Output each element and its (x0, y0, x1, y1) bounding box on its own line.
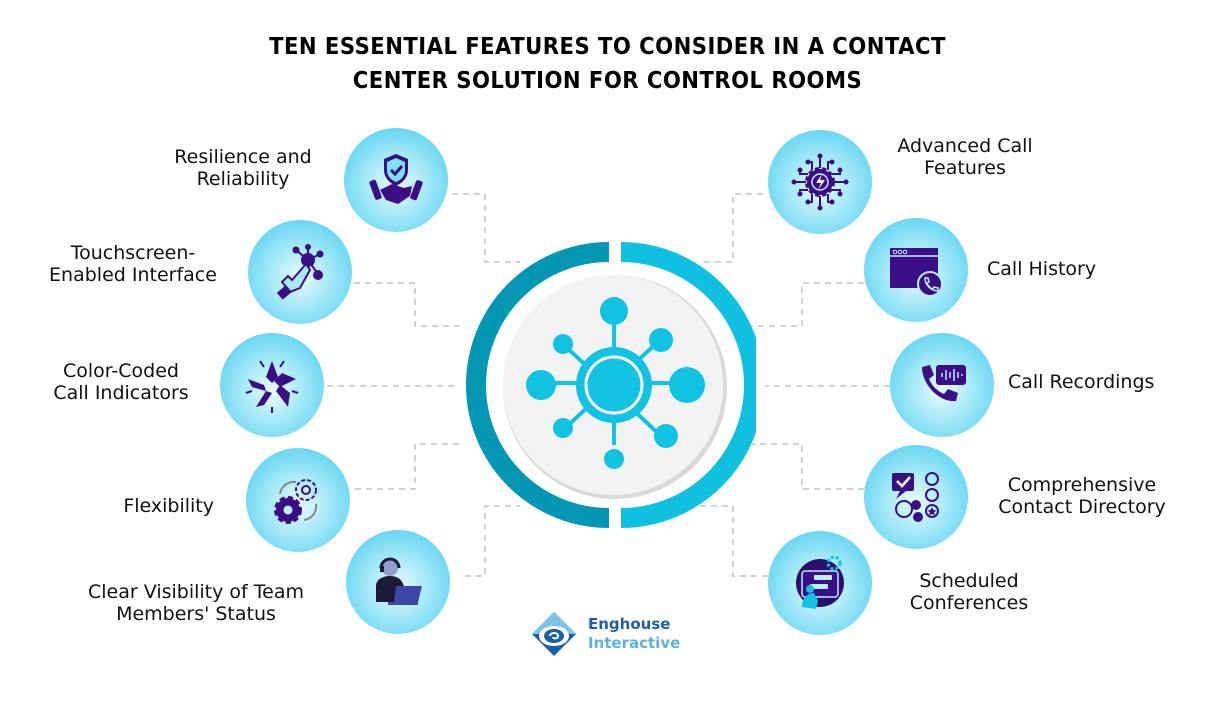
connector-history (752, 282, 864, 327)
feature-circle-advanced (768, 130, 872, 234)
touch-hand-icon (276, 244, 324, 300)
directory-icon (892, 472, 939, 522)
phone-waveform-icon (922, 365, 966, 402)
connector-visibility (465, 505, 520, 577)
feature-label-resilience: Resilience and Reliability (174, 146, 312, 190)
enghouse-diamond-icon (532, 612, 576, 656)
ring-left-arc (466, 242, 610, 528)
agent-headset-icon (376, 557, 422, 605)
shield-handshake-icon (369, 154, 423, 204)
connector-directory (752, 443, 864, 490)
feature-circle-history (864, 218, 968, 322)
ring-right-arc (620, 242, 756, 528)
browser-phone-icon (890, 248, 943, 297)
connector-resilience (452, 193, 520, 263)
feature-circle-recordings (890, 333, 994, 437)
feature-circle-flexibility (246, 448, 350, 552)
logo-text-interactive: Interactive (588, 634, 681, 652)
feature-label-directory: Comprehensive Contact Directory (998, 474, 1166, 518)
feature-label-scheduled: Scheduled Conferences (909, 570, 1029, 614)
connector-advanced (700, 193, 763, 263)
central-hub (466, 242, 756, 528)
feature-circle-touchscreen (248, 220, 352, 324)
feature-label-advanced: Advanced Call Features (897, 135, 1033, 179)
logo-text-enghouse: Enghouse (588, 615, 671, 633)
feature-label-flexibility: Flexibility (123, 495, 214, 517)
circuit-gear-icon (791, 153, 849, 211)
network-hub-icon (526, 297, 705, 469)
connector-touchscreen (354, 282, 462, 327)
feature-circle-visibility (346, 530, 450, 634)
feature-circle-resilience (344, 128, 448, 232)
feature-label-color-coded: Color-Coded Call Indicators (53, 360, 189, 404)
title-line-1: TEN ESSENTIAL FEATURES TO CONSIDER IN A … (269, 34, 946, 60)
feature-circle-directory (864, 445, 968, 549)
feature-circle-color-coded (220, 333, 324, 437)
feature-circle-scheduled (768, 531, 872, 635)
connector-flexibility (355, 443, 462, 490)
hands-circle-icon (245, 360, 299, 413)
feature-label-touchscreen: Touchscreen- Enabled Interface (49, 242, 217, 286)
enghouse-logo: Enghouse Interactive (530, 610, 680, 658)
feature-label-recordings: Call Recordings (1008, 371, 1155, 393)
gears-icon (274, 479, 318, 524)
connector-scheduled (700, 505, 768, 577)
feature-label-visibility: Clear Visibility of Team Members' Status (88, 581, 304, 625)
title-line-2: CENTER SOLUTION FOR CONTROL ROOMS (352, 68, 863, 94)
page-title: TEN ESSENTIAL FEATURES TO CONSIDER IN A … (0, 30, 1215, 98)
conference-screen-icon (796, 555, 844, 609)
feature-label-history: Call History (987, 258, 1097, 280)
